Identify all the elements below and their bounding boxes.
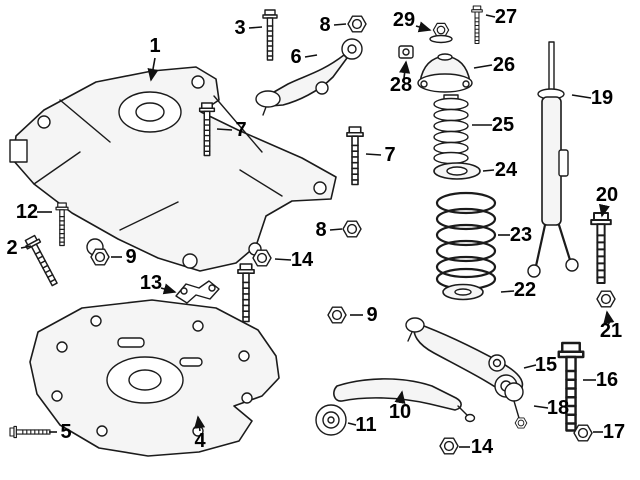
bolt-27: [471, 5, 483, 45]
callout-leader-28: [399, 60, 411, 79]
nut-8-mid: [342, 220, 362, 238]
upper-control-arm: [255, 38, 363, 116]
callout-label-14: 14: [291, 249, 314, 271]
callout-label-7: 7: [235, 119, 246, 141]
callout-label-11: 11: [355, 414, 376, 436]
callout-label-7: 7: [384, 144, 395, 166]
callout-label-9: 9: [125, 246, 136, 268]
bolt-7-lower: [346, 126, 364, 186]
callout-label-22: 22: [514, 279, 536, 301]
callout-label-28: 28: [390, 74, 412, 96]
callout-leader-14: [274, 258, 292, 261]
callout-leader-4: [194, 415, 206, 432]
self-locking-nut-29: [429, 22, 453, 44]
ball-joint: [504, 382, 528, 429]
callout-label-29: 29: [393, 9, 415, 31]
callout-label-3: 3: [234, 17, 245, 39]
callout-leader-27: [485, 14, 496, 18]
callout-leader-8: [329, 228, 343, 231]
callout-label-4: 4: [194, 430, 206, 452]
nut-14-bottom: [439, 437, 459, 455]
callout-label-12: 12: [16, 201, 38, 223]
callout-label-1: 1: [149, 35, 160, 57]
callout-label-16: 16: [596, 369, 618, 391]
bolt-12-lower: [237, 263, 255, 323]
callout-label-18: 18: [547, 397, 569, 419]
nut-8-top: [347, 15, 367, 33]
bolt-12-upper: [55, 202, 69, 247]
callout-leader-13: [160, 283, 177, 295]
callout-leader-7: [365, 153, 382, 156]
callout-leader-29: [415, 21, 432, 33]
callout-label-24: 24: [495, 159, 518, 181]
callout-leader-20: [598, 203, 610, 218]
callout-label-23: 23: [510, 224, 532, 246]
callout-label-9: 9: [366, 304, 377, 326]
skid-plate: [29, 299, 280, 457]
callout-leader-1: [147, 57, 159, 82]
upper-spring-seat: [433, 162, 481, 180]
callout-label-17: 17: [603, 421, 625, 443]
strut-mount: [417, 53, 473, 93]
callout-leader-6: [304, 54, 318, 58]
callout-leader-2: [20, 245, 32, 249]
callout-leader-24: [482, 169, 495, 172]
callout-label-21: 21: [600, 320, 622, 342]
callout-label-27: 27: [495, 6, 517, 28]
mount-bracket: [175, 280, 220, 304]
callout-label-8: 8: [315, 219, 326, 241]
callout-label-15: 15: [535, 354, 557, 376]
bolt-20: [590, 212, 612, 284]
callout-label-10: 10: [389, 401, 411, 423]
callout-leader-11: [347, 422, 357, 426]
callout-label-2: 2: [6, 237, 17, 259]
square-nut-28: [398, 45, 414, 59]
callout-leader-10: [394, 390, 406, 405]
callout-label-5: 5: [60, 421, 71, 443]
strut: [527, 41, 579, 278]
callout-label-25: 25: [492, 114, 514, 136]
callout-label-26: 26: [493, 54, 515, 76]
callout-label-14: 14: [471, 436, 494, 458]
callout-label-20: 20: [596, 184, 618, 206]
nut-17: [573, 424, 593, 442]
callout-leader-3: [248, 26, 263, 29]
front-subframe: [9, 66, 337, 272]
nut-9-left: [90, 248, 110, 266]
callout-leader-22: [500, 290, 515, 293]
callout-leader-18: [533, 405, 549, 409]
callout-leader-15: [523, 364, 537, 369]
hydro-bushing: [315, 404, 347, 436]
nut-21: [596, 290, 616, 308]
coil-spring: [435, 191, 497, 291]
callout-leader-19: [571, 94, 592, 99]
nut-9-mid: [327, 306, 347, 324]
callout-label-19: 19: [591, 87, 613, 109]
callout-leader-7: [216, 128, 233, 131]
lower-spring-pad: [442, 283, 484, 301]
nut-14-left: [252, 249, 272, 267]
callout-leader-8: [333, 23, 347, 26]
callout-leader-26: [473, 64, 493, 69]
bolt-5: [9, 425, 51, 439]
dust-boot: [433, 94, 469, 165]
callout-label-8: 8: [319, 14, 330, 36]
callout-label-13: 13: [140, 272, 162, 294]
bolt-3: [262, 9, 278, 61]
bolt-2: [22, 233, 62, 289]
callout-label-6: 6: [290, 46, 301, 68]
callout-leader-21: [603, 310, 615, 325]
